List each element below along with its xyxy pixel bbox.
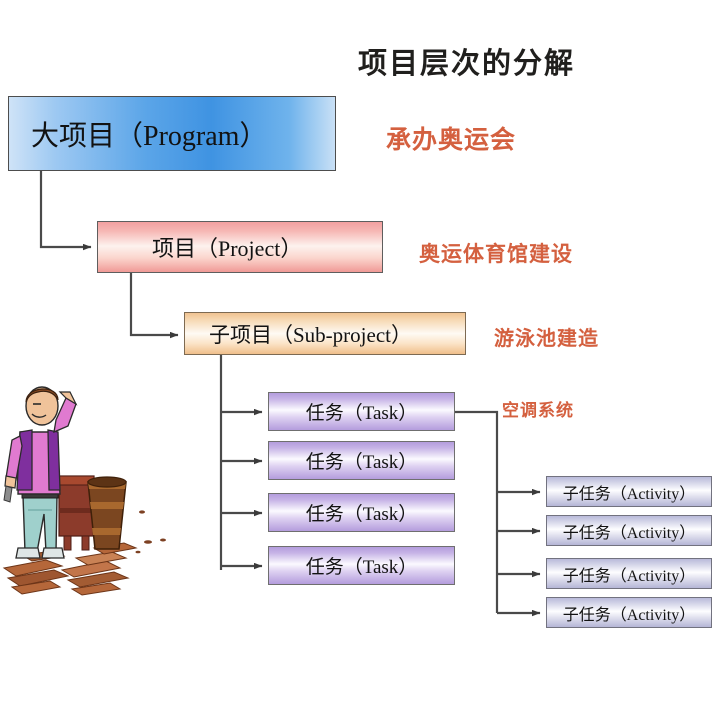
- annotation-task-example: 空调系统: [502, 401, 574, 420]
- annotation-subproject-example: 游泳池建造: [494, 328, 599, 350]
- node-task[interactable]: 任务（Task）: [268, 392, 461, 437]
- node-activity-label: 子任务（Activity）: [562, 524, 696, 542]
- node-activity-label: 子任务（Activity）: [562, 567, 696, 585]
- node-task[interactable]: 任务（Task）: [268, 546, 461, 591]
- annotation-project-example: 奥运体育馆建设: [419, 243, 573, 266]
- barrel-icon: [87, 476, 127, 550]
- confused-worker-illustration: [2, 386, 166, 596]
- node-task-label: 任务（Task）: [305, 504, 418, 525]
- node-project[interactable]: 项目（Project）: [97, 221, 390, 280]
- node-activity-label: 子任务（Activity）: [562, 485, 696, 503]
- node-activity[interactable]: 子任务（Activity）: [546, 476, 717, 512]
- node-activity[interactable]: 子任务（Activity）: [546, 597, 717, 633]
- node-task[interactable]: 任务（Task）: [268, 441, 461, 486]
- annotation-program-example: 承办奥运会: [386, 126, 517, 154]
- debris-icon: [135, 510, 166, 554]
- node-activity-label: 子任务（Activity）: [562, 606, 696, 624]
- node-program[interactable]: 大项目（Program）: [8, 96, 346, 181]
- node-subproject-label: 子项目（Sub-project）: [209, 322, 412, 347]
- node-task-label: 任务（Task）: [305, 452, 418, 473]
- node-task[interactable]: 任务（Task）: [268, 493, 461, 538]
- node-project-label: 项目（Project）: [152, 236, 303, 261]
- node-activity[interactable]: 子任务（Activity）: [546, 558, 717, 594]
- node-program-label: 大项目（Program）: [31, 120, 268, 152]
- worker-figure-icon: [3, 386, 78, 559]
- node-subproject[interactable]: 子项目（Sub-project）: [184, 312, 473, 362]
- node-task-label: 任务（Task）: [305, 403, 418, 424]
- node-activity[interactable]: 子任务（Activity）: [546, 515, 717, 551]
- node-task-label: 任务（Task）: [305, 557, 418, 578]
- page-title: 项目层次的分解: [358, 48, 576, 80]
